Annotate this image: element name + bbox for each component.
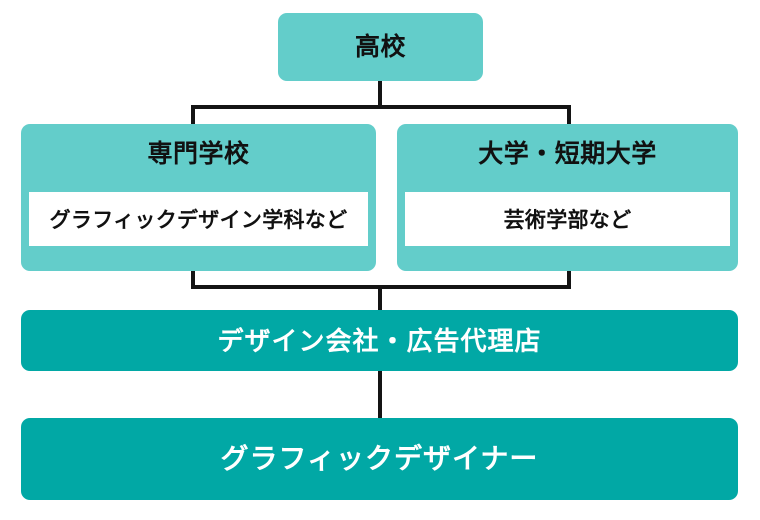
node-vocational-school-label: 専門学校	[147, 140, 250, 168]
node-graphic-designer-label: グラフィックデザイナー	[220, 443, 539, 474]
node-highschool-label: 高校	[354, 32, 406, 61]
connector-split-bar	[191, 105, 571, 109]
connector-split-left-drop	[191, 105, 195, 128]
connector-highschool-stem	[378, 79, 382, 108]
connector-merge-stem	[378, 285, 382, 314]
node-university-label: 大学・短期大学	[478, 140, 657, 168]
node-vocational-school-detail-box: グラフィックデザイン学科など	[29, 192, 368, 246]
node-design-agency[interactable]: デザイン会社・広告代理店	[21, 310, 738, 371]
connector-agency-to-designer	[378, 368, 382, 422]
connector-split-right-drop	[567, 105, 571, 128]
node-university[interactable]: 大学・短期大学 芸術学部など	[397, 124, 738, 271]
connector-vocational-drop	[191, 268, 195, 289]
node-design-agency-label: デザイン会社・広告代理店	[217, 325, 542, 356]
node-vocational-school-detail-label: グラフィックデザイン学科など	[49, 209, 348, 232]
connector-university-drop	[567, 268, 571, 289]
node-graphic-designer[interactable]: グラフィックデザイナー	[21, 418, 738, 500]
node-highschool[interactable]: 高校	[278, 13, 483, 81]
node-university-detail-box: 芸術学部など	[405, 192, 730, 246]
node-vocational-school[interactable]: 専門学校 グラフィックデザイン学科など	[21, 124, 376, 271]
node-university-detail-label: 芸術学部など	[503, 209, 632, 232]
